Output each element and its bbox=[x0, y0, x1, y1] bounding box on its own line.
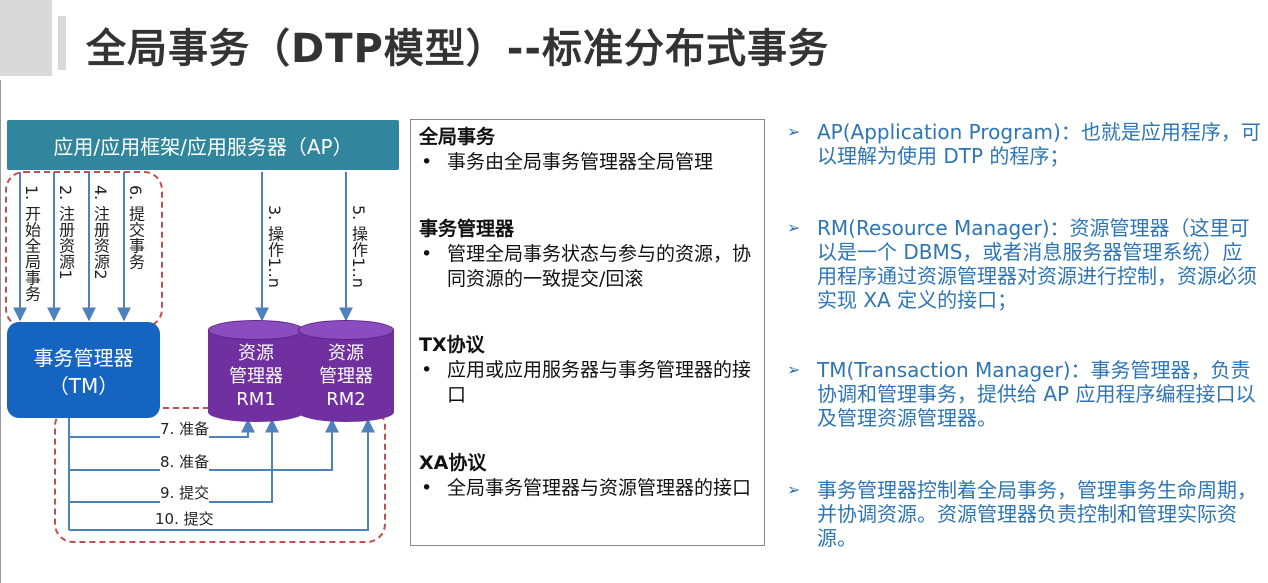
label-step4: 4. 注册资源2 bbox=[91, 185, 110, 280]
note-ap: ➢ AP(Application Program)：也就是应用程序，可以理解为使… bbox=[787, 120, 1262, 168]
arrow-step8 bbox=[69, 418, 339, 471]
note-tm: ➢ TM(Transaction Manager)：事务管理器，负责协调和管理事… bbox=[787, 358, 1262, 430]
note-summary: ➢ 事务管理器控制着全局事务，管理事务生命周期，并协调资源。资源管理器负责控制和… bbox=[787, 478, 1262, 550]
dashed-group-bottom bbox=[54, 407, 386, 543]
rm2-label-line1: 资源 bbox=[328, 343, 364, 364]
def-item: •事务由全局事务管理器全局管理 bbox=[421, 151, 714, 173]
note-text: RM(Resource Manager)：资源管理器（这里可以是一个 DBMS，… bbox=[817, 216, 1257, 312]
tm-box: 事务管理器 （TM） bbox=[7, 322, 160, 418]
note-text: TM(Transaction Manager)：事务管理器，负责协调和管理事务，… bbox=[817, 358, 1256, 430]
def-head: 事务管理器 bbox=[419, 218, 515, 240]
def-transaction-manager: 事务管理器 •管理全局事务状态与参与的资源，协同资源的一致提交/回滚 bbox=[419, 216, 759, 292]
label-step2: 2. 注册资源1 bbox=[56, 185, 75, 280]
arrow-bullet-icon: ➢ bbox=[787, 480, 801, 499]
definitions-box: 全局事务 •事务由全局事务管理器全局管理 事务管理器 •管理全局事务状态与参与的… bbox=[410, 119, 765, 546]
rm2-label-line2: 管理器 bbox=[319, 366, 373, 387]
rm1-cylinder: 资源 管理器 RM1 bbox=[208, 320, 304, 422]
rm1-label-line1: 资源 bbox=[238, 343, 274, 364]
arrow-bullet-icon: ➢ bbox=[787, 360, 801, 379]
arrow-step7 bbox=[69, 418, 255, 438]
label-step3: 3. 操作1..n bbox=[265, 205, 284, 288]
label-step5: 5. 操作1..n bbox=[349, 205, 368, 288]
def-head: TX协议 bbox=[419, 334, 485, 356]
tm-label-line2: （TM） bbox=[48, 374, 119, 398]
note-text: AP(Application Program)：也就是应用程序，可以理解为使用 … bbox=[817, 120, 1261, 168]
note-text: 事务管理器控制着全局事务，管理事务生命周期，并协调资源。资源管理器负责控制和管理… bbox=[817, 478, 1257, 550]
left-border bbox=[0, 80, 1, 583]
rm1-label-line3: RM1 bbox=[236, 389, 276, 410]
def-global-transaction: 全局事务 •事务由全局事务管理器全局管理 bbox=[419, 124, 759, 175]
title-decoration bbox=[0, 0, 52, 76]
label-step1: 1. 开始全局事务 bbox=[22, 185, 41, 302]
rm2-label-line3: RM2 bbox=[326, 389, 366, 410]
def-item: •全局事务管理器与资源管理器的接口 bbox=[421, 477, 752, 499]
ap-box: 应用/应用框架/应用服务器（AP） bbox=[7, 120, 399, 170]
label-step10: 10. 提交 bbox=[155, 508, 214, 529]
rm1-label-line2: 管理器 bbox=[229, 366, 283, 387]
note-rm: ➢ RM(Resource Manager)：资源管理器（这里可以是一个 DBM… bbox=[787, 216, 1262, 312]
arrow-step9 bbox=[69, 418, 279, 503]
def-xa-protocol: XA协议 •全局事务管理器与资源管理器的接口 bbox=[419, 450, 759, 501]
arrow-bullet-icon: ➢ bbox=[787, 218, 801, 237]
label-step9: 9. 提交 bbox=[160, 482, 210, 503]
tm-label-line1: 事务管理器 bbox=[33, 346, 134, 370]
def-tx-protocol: TX协议 •应用或应用服务器与事务管理器的接口 bbox=[419, 332, 759, 408]
def-item: •应用或应用服务器与事务管理器的接口 bbox=[421, 359, 752, 406]
label-step8: 8. 准备 bbox=[160, 451, 210, 472]
def-item: •管理全局事务状态与参与的资源，协同资源的一致提交/回滚 bbox=[421, 243, 752, 290]
def-head: 全局事务 bbox=[419, 126, 496, 148]
slide-title: 全局事务（DTP模型）--标准分布式事务 bbox=[86, 26, 830, 72]
arrow-bullet-icon: ➢ bbox=[787, 122, 801, 141]
label-step6: 6. 提交事务 bbox=[126, 185, 145, 270]
title-decoration-bar bbox=[58, 16, 66, 70]
arrow-step10 bbox=[69, 418, 375, 531]
label-step7: 7. 准备 bbox=[160, 418, 210, 439]
rm2-cylinder: 资源 管理器 RM2 bbox=[298, 320, 394, 422]
def-head: XA协议 bbox=[419, 452, 487, 474]
